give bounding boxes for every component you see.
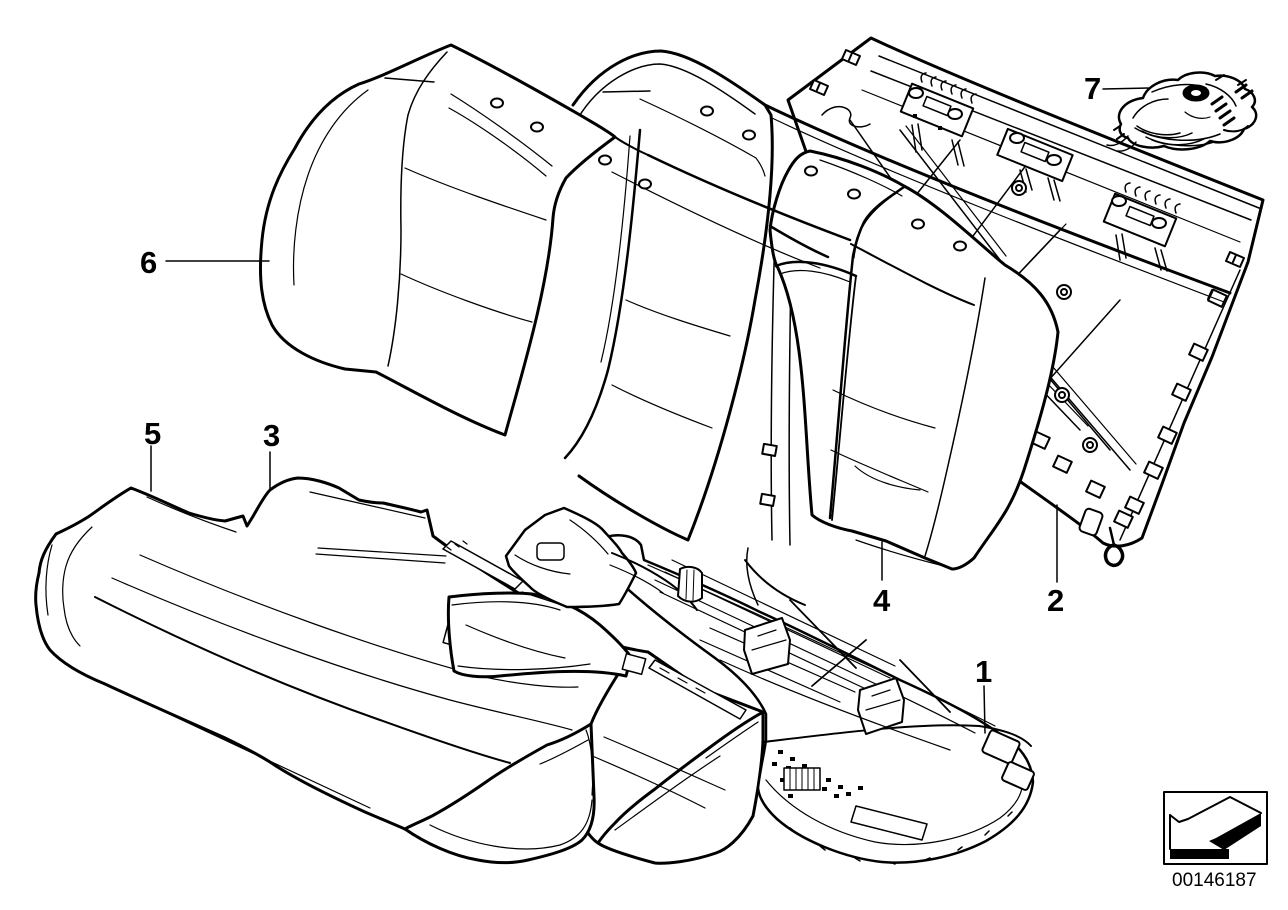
svg-text:5: 5 bbox=[144, 416, 161, 451]
svg-text:4: 4 bbox=[873, 583, 891, 618]
svg-text:7: 7 bbox=[1084, 71, 1101, 106]
svg-text:2: 2 bbox=[1047, 583, 1064, 618]
svg-text:1: 1 bbox=[975, 654, 992, 689]
svg-text:00146187: 00146187 bbox=[1172, 870, 1257, 891]
svg-text:3: 3 bbox=[263, 418, 280, 453]
svg-text:6: 6 bbox=[140, 245, 157, 280]
